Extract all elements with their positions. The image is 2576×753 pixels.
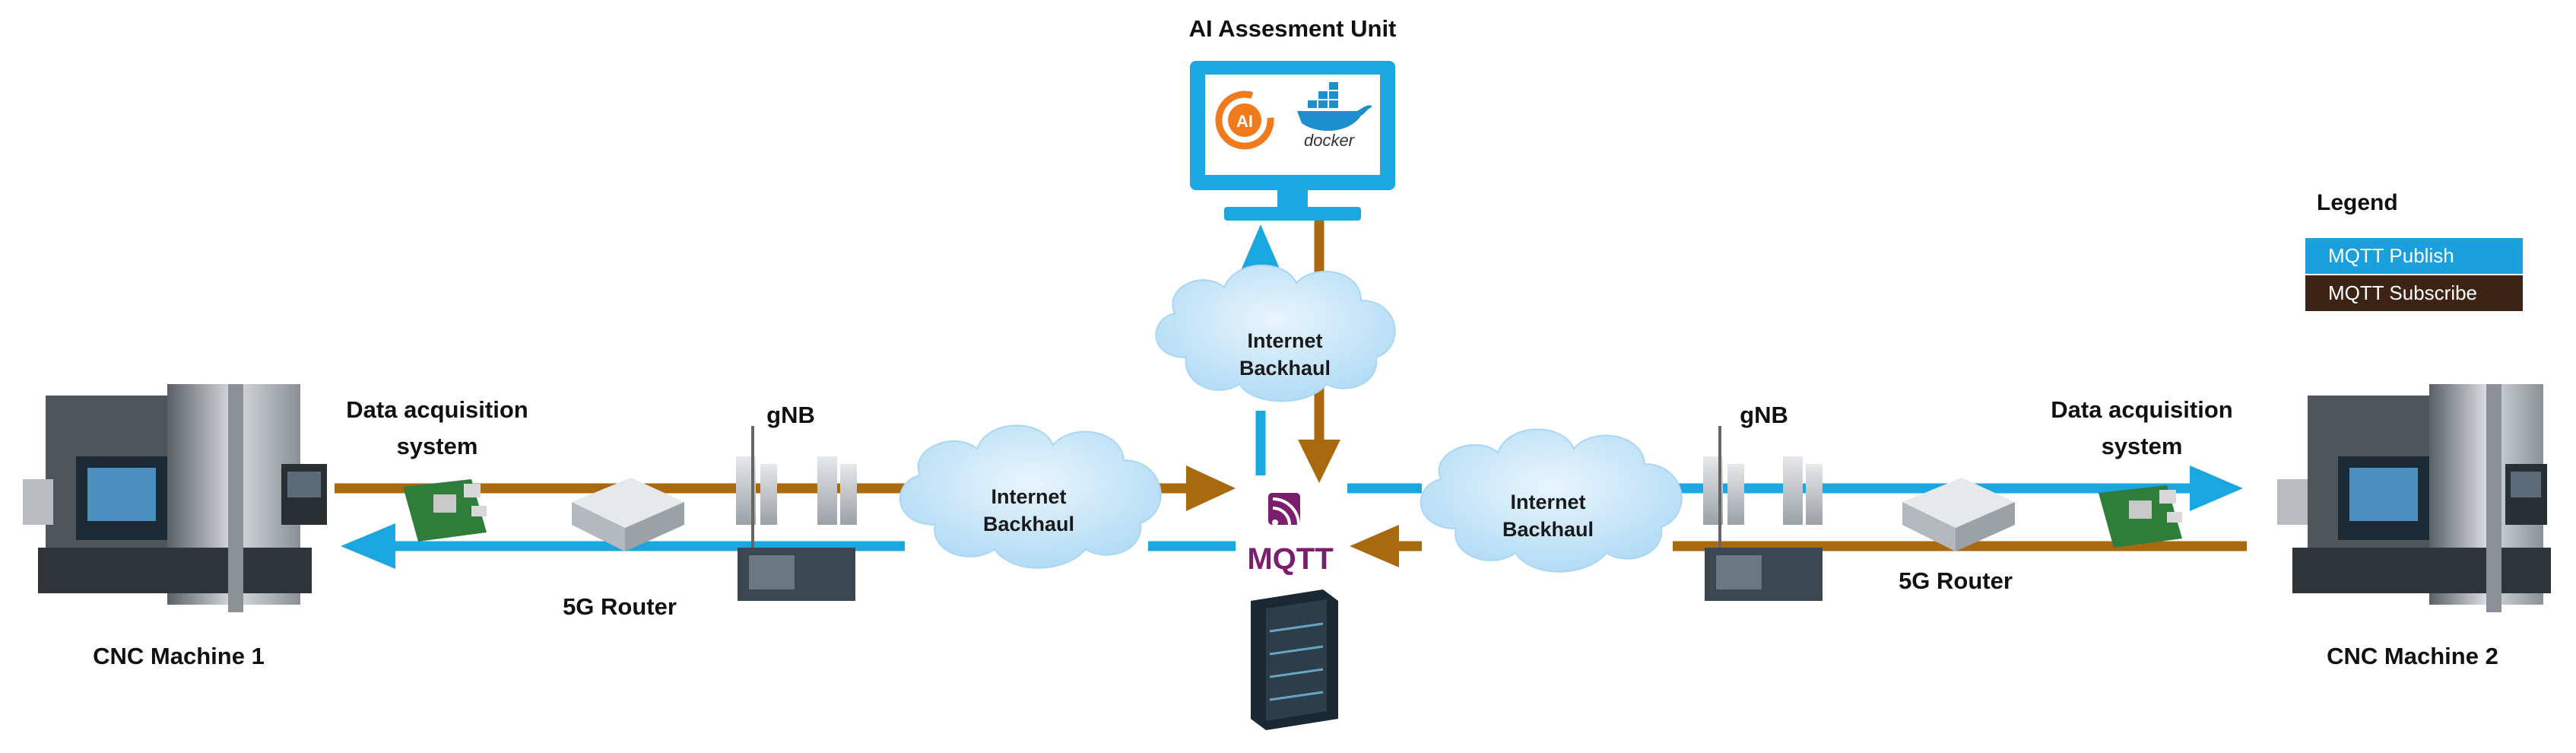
cloud-left	[899, 424, 1162, 569]
cnc-machine-2-image	[2277, 384, 2551, 612]
daq-board-left	[403, 479, 487, 542]
cnc-machine-2-label: CNC Machine 2	[2327, 643, 2498, 669]
cloud-top-text: Internet Backhaul	[1209, 327, 1361, 382]
router-right	[1902, 478, 2015, 551]
cloud-top-line1: Internet	[1247, 329, 1323, 352]
server-rack	[1251, 589, 1338, 730]
gnb-right-label: gNB	[1740, 402, 1788, 428]
router-right-label: 5G Router	[1899, 567, 2013, 594]
cloud-left-text: Internet Backhaul	[953, 483, 1105, 538]
router-left-label: 5G Router	[563, 593, 677, 620]
docker-icon: docker	[1297, 82, 1372, 150]
ai-icon-text: AI	[1236, 112, 1253, 131]
gnb-left-label: gNB	[766, 402, 815, 428]
ai-monitor	[1190, 61, 1395, 221]
cnc-machine-1-image	[23, 384, 327, 612]
flow-down-subscribe	[1298, 221, 1340, 483]
cloud-top	[1155, 264, 1396, 402]
cloud-left-line2: Backhaul	[982, 513, 1075, 535]
flow-right-publish	[1347, 465, 2243, 511]
cnc-machine-1-label: CNC Machine 1	[93, 643, 265, 669]
docker-icon-text: docker	[1304, 131, 1356, 150]
flow-left-publish	[341, 523, 1236, 569]
cloud-right	[1420, 428, 1683, 573]
mqtt-logo: MQTT	[1247, 493, 1334, 576]
cloud-right-line2: Backhaul	[1502, 518, 1594, 541]
legend-title: Legend	[2317, 190, 2398, 215]
daq-left-label: Data acquisition system	[312, 392, 563, 465]
cloud-right-line1: Internet	[1510, 491, 1586, 513]
daq-right-line1: Data acquisition	[2051, 396, 2233, 423]
gnb-tower-left	[736, 426, 857, 601]
daq-left-line1: Data acquisition	[346, 396, 528, 423]
ai-icon: AI	[1215, 91, 1274, 150]
mqtt-label: MQTT	[1247, 542, 1333, 576]
ai-unit-label: AI Assesment Unit	[1188, 15, 1397, 42]
gnb-tower-right	[1703, 426, 1823, 601]
cloud-left-line1: Internet	[991, 485, 1067, 508]
legend-publish: MQTT Publish	[2305, 238, 2523, 274]
daq-right-line2: system	[2101, 433, 2183, 459]
cloud-right-text: Internet Backhaul	[1472, 488, 1624, 543]
legend-subscribe: MQTT Subscribe	[2305, 275, 2523, 311]
router-left	[572, 478, 684, 551]
daq-left-line2: system	[396, 433, 478, 459]
daq-right-label: Data acquisition system	[2016, 392, 2267, 465]
cloud-top-line2: Backhaul	[1239, 357, 1331, 380]
daq-board-right	[2099, 485, 2182, 548]
